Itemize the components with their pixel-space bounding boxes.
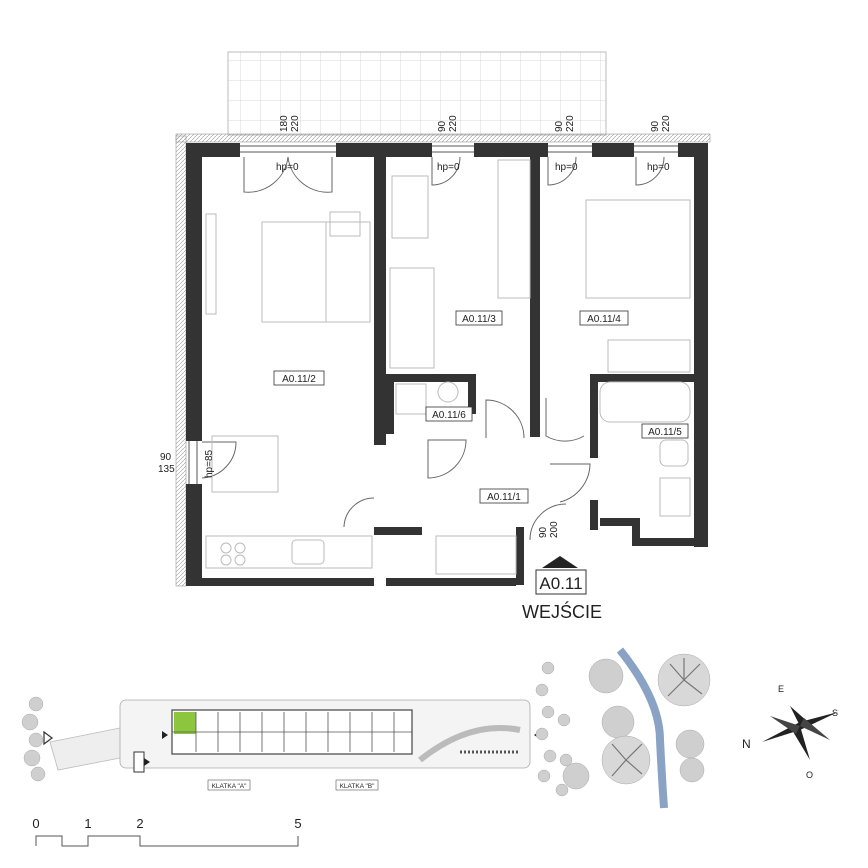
room-labels: A0.11/2 A0.11/3 A0.11/4 A0.11/6 A0.11/5 … — [273, 310, 689, 504]
room-label-2: A0.11/2 — [282, 374, 316, 385]
window-2-width: 90 — [437, 120, 448, 132]
scale-bar: 0 1 2 5 — [32, 816, 302, 847]
door-swings — [201, 156, 665, 541]
sill-height-side: hp=85 — [204, 449, 215, 478]
room-label-4: A0.11/4 — [587, 314, 621, 325]
window-1-width: 180 — [279, 115, 290, 132]
compass-north: N — [742, 737, 751, 751]
compass-south: S — [832, 708, 838, 718]
unit-location-highlight — [174, 712, 196, 734]
windows — [188, 145, 678, 484]
scale-tick-2: 2 — [136, 816, 143, 831]
opening-dimensions: 180 220 90 220 90 220 90 220 90 135 90 2… — [158, 115, 672, 538]
site-plan: KLATKA "A" KLATKA "B" — [43, 699, 540, 791]
river — [616, 647, 668, 809]
scale-tick-1: 1 — [84, 816, 91, 831]
scale-tick-0: 0 — [32, 816, 39, 831]
furniture — [205, 159, 691, 575]
window-4-width: 90 — [650, 120, 661, 132]
compass-west: O — [806, 770, 813, 780]
stair-b-label: KLATKA "B" — [340, 783, 376, 790]
unit-code: A0.11 — [539, 574, 582, 593]
room-label-6: A0.11/6 — [432, 410, 466, 421]
walls — [186, 143, 708, 586]
stair-a-label: KLATKA "A" — [212, 783, 248, 790]
room-label-3: A0.11/3 — [462, 314, 496, 325]
balcony — [227, 51, 607, 136]
sill-height-2: hp=0 — [437, 162, 460, 173]
entrance-label: WEJŚCIE — [522, 601, 602, 622]
window-2-height: 220 — [448, 115, 459, 132]
compass-east: E — [778, 684, 784, 694]
room-label-1: A0.11/1 — [487, 492, 521, 503]
window-4-height: 220 — [661, 115, 672, 132]
scale-tick-5: 5 — [294, 816, 301, 831]
entry-door-height: 200 — [549, 521, 560, 538]
room-label-5: A0.11/5 — [648, 427, 682, 438]
window-3-height: 220 — [565, 115, 576, 132]
entry-door-width: 90 — [538, 526, 549, 538]
compass-rose: N E S O — [742, 684, 838, 780]
window-3-width: 90 — [554, 120, 565, 132]
sill-height-4: hp=0 — [647, 162, 670, 173]
window-5-width: 90 — [160, 452, 172, 463]
entrance-marker: A0.11 WEJŚCIE — [522, 556, 602, 622]
window-1-height: 220 — [290, 115, 301, 132]
sill-height-3: hp=0 — [555, 162, 578, 173]
window-5-height: 135 — [158, 464, 175, 475]
sill-height-1: hp=0 — [276, 162, 299, 173]
tree-branches — [611, 658, 703, 777]
